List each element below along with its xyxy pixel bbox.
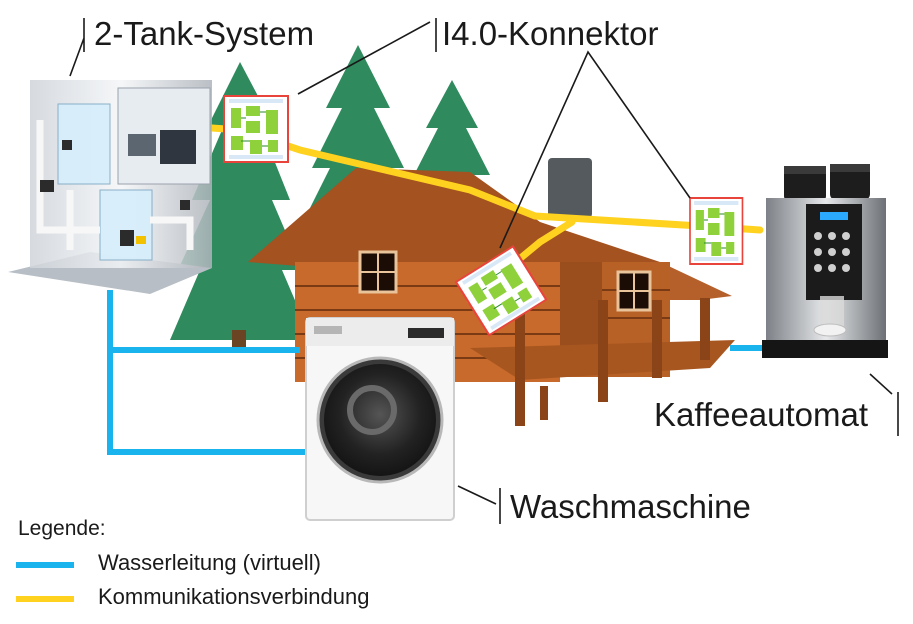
label-washing-machine: Waschmaschine (510, 488, 751, 525)
label-leader-lines (69, 18, 899, 524)
legend-title: Legende: (18, 517, 106, 540)
label-connector: I4.0-Konnektor (442, 15, 659, 52)
industrial-tank-icon (8, 80, 212, 294)
legend-swatch-water (16, 562, 74, 568)
i40-connector-panel-icon (689, 197, 744, 265)
washing-machine-icon (305, 317, 455, 521)
legend-swatch-communication (16, 596, 74, 602)
legend-item-communication: Kommunikationsverbindung (98, 584, 370, 609)
coffee-machine-icon (762, 164, 888, 358)
legend-item-water: Wasserleitung (virtuell) (98, 550, 321, 575)
i40-connector-panel-icon (223, 95, 289, 163)
label-coffee-machine: Kaffeeautomat (654, 396, 869, 433)
water-lines (107, 290, 762, 455)
label-tank-system: 2-Tank-System (94, 15, 315, 52)
